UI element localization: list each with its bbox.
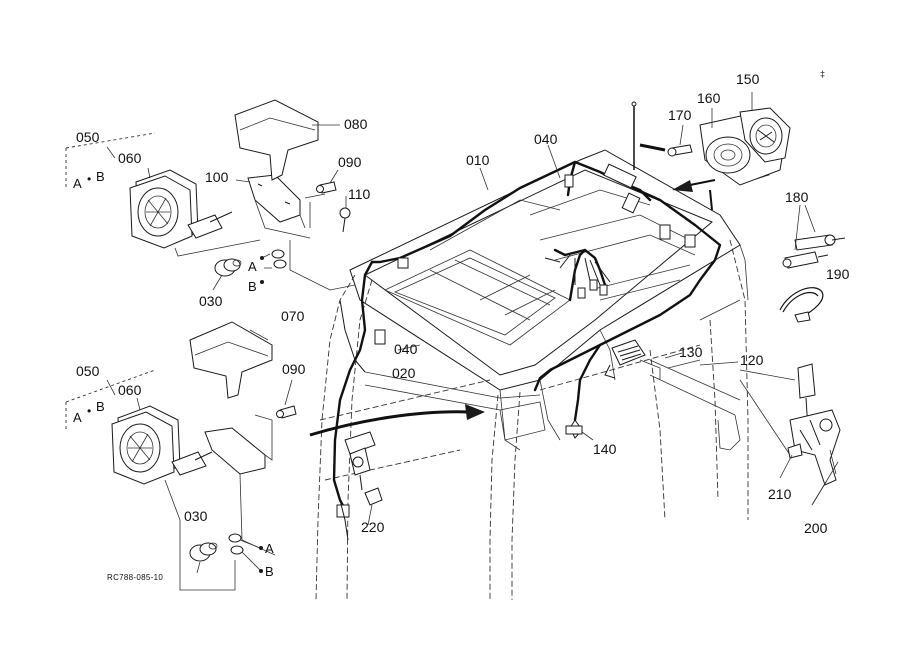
part-label-090-bottom: 090 xyxy=(282,361,306,377)
wiring-harness xyxy=(332,160,722,518)
part-label-210: 210 xyxy=(768,486,792,502)
figure-code: RC788-085-10 xyxy=(107,573,164,582)
leader-lines xyxy=(367,144,739,526)
dot-bottom: • xyxy=(87,404,92,418)
part-label-080: 080 xyxy=(344,116,368,132)
part-label-070: 070 xyxy=(281,308,305,324)
ref-b-bottom: B xyxy=(265,564,274,579)
part-label-220: 220 xyxy=(361,519,385,535)
ref-b-top: B xyxy=(248,279,257,294)
part-label-140: 140 xyxy=(593,441,617,457)
rear-switch-parts xyxy=(779,204,846,323)
part-label-050-top: 050 xyxy=(76,129,100,145)
ref-a-bottom: A xyxy=(265,541,274,556)
part-label-020: 020 xyxy=(392,365,416,381)
speaker-assembly xyxy=(667,92,791,186)
part-label-180: 180 xyxy=(785,189,809,205)
part-label-130: 130 xyxy=(679,344,703,360)
variant-b-bottom: B xyxy=(96,399,105,414)
work-light-bottom xyxy=(65,321,297,591)
part-label-120: 120 xyxy=(740,352,764,368)
ref-a-top: A xyxy=(248,259,257,274)
part-label-170: 170 xyxy=(668,107,692,123)
control-lever xyxy=(739,363,841,506)
part-label-040-top: 040 xyxy=(534,131,558,147)
part-label-190: 190 xyxy=(826,266,850,282)
part-label-160: 160 xyxy=(697,90,721,106)
variant-a-top: A xyxy=(73,176,82,191)
part-label-050-bottom: 050 xyxy=(76,363,100,379)
switch-panel xyxy=(604,339,701,380)
part-label-060-top: 060 xyxy=(118,150,142,166)
work-light-top xyxy=(65,99,356,291)
variant-b-top: B xyxy=(96,169,105,184)
part-label-010: 010 xyxy=(466,152,490,168)
part-label-110: 110 xyxy=(348,186,371,202)
part-label-090-top: 090 xyxy=(338,154,362,170)
part-label-060-bottom: 060 xyxy=(118,382,142,398)
dot-top: • xyxy=(87,172,92,186)
part-label-040-mid: 040 xyxy=(394,341,418,357)
part-label-100: 100 xyxy=(205,169,229,185)
part-label-030-bottom: 030 xyxy=(184,508,208,524)
cab-frame xyxy=(315,149,749,601)
variant-a-bottom: A xyxy=(73,410,82,425)
part-label-200: 200 xyxy=(804,520,828,536)
wiper-motor xyxy=(339,431,383,541)
part-label-150: 150 xyxy=(736,71,760,87)
corner-mark: ‡ xyxy=(820,69,826,79)
part-label-030-top: 030 xyxy=(199,293,223,309)
